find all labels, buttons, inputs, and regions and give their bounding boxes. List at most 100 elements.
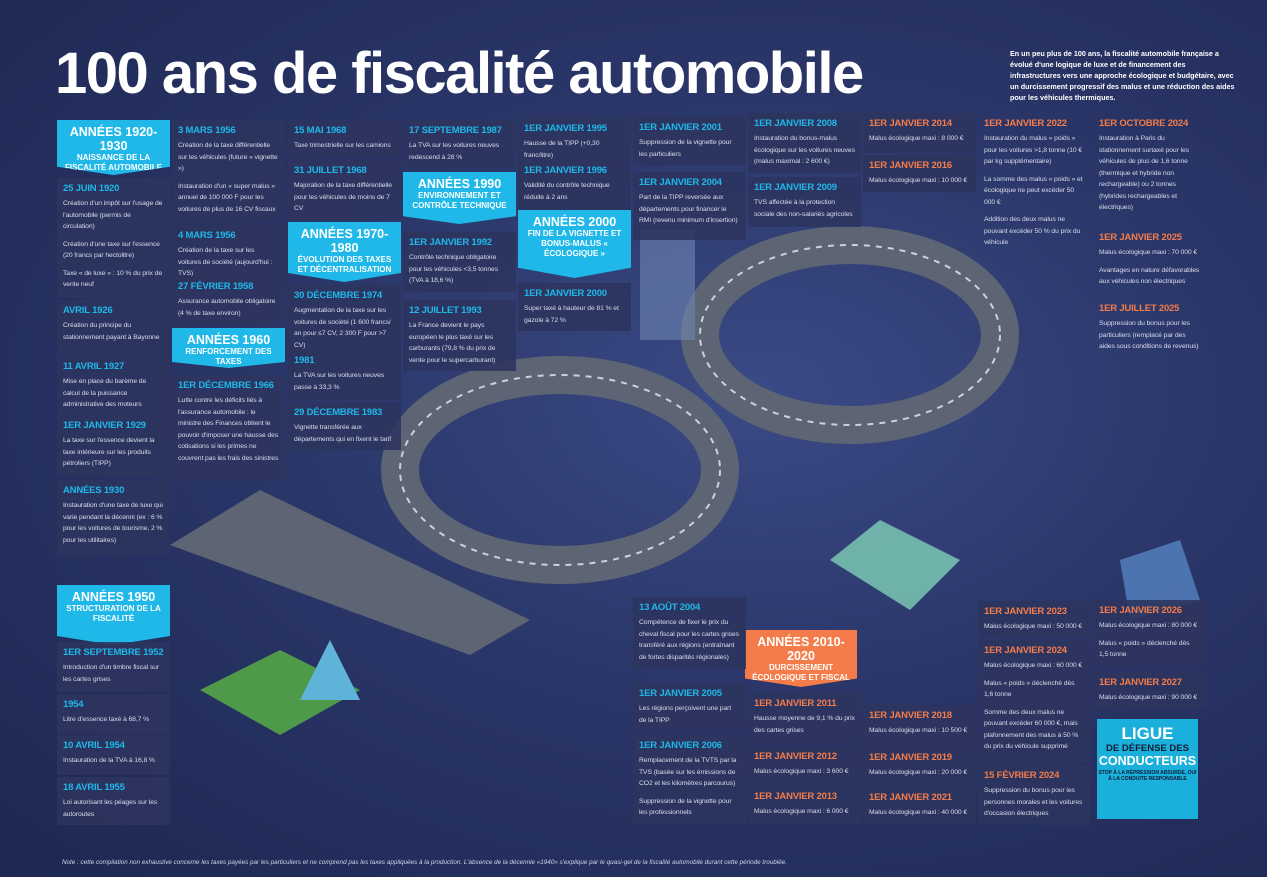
card-date: 1ER JANVIER 2019	[869, 752, 952, 763]
era-title: ANNÉES 1950	[71, 590, 156, 604]
card-text: Malus écologique maxi : 60 000 €	[984, 662, 1083, 669]
card-date: AVRIL 1926	[63, 305, 113, 316]
timeline-card-12-juillet-1993: 12 JUILLET 1993 La France devient le pays…	[403, 300, 516, 371]
card-date: 1ER JANVIER 2011	[754, 698, 837, 709]
logo-tagline: STOP À LA RÉPRESSION ABSURDE, OUI À LA C…	[1098, 770, 1197, 782]
era-title: ANNÉES 2010-2020	[757, 635, 845, 663]
card-text: Instauration d'une taxe de luxe qui vari…	[63, 502, 163, 544]
road-ring-right	[681, 226, 1019, 444]
road-one	[170, 490, 530, 655]
card-text: Instauration du bonus-malus écologique s…	[754, 135, 855, 165]
era-subtitle: RENFORCEMENT DES TAXES	[185, 347, 272, 366]
card-text: Création d'un impôt sur l'usage de l'aut…	[63, 200, 163, 230]
card-text: Malus écologique maxi : 50 000 €	[984, 623, 1083, 630]
card-date: 1954	[63, 699, 84, 710]
card-text: Loi autorisant les péages sur les autoro…	[63, 799, 158, 818]
card-text: Part de la TIPP reversée aux département…	[639, 194, 738, 224]
era-title: ANNÉES 1960	[186, 333, 271, 347]
card-date: 10 AVRIL 1954	[63, 740, 125, 751]
card-date: ANNÉES 1930	[63, 485, 125, 496]
era-subtitle: DURCISSEMENT ÉCOLOGIQUE ET FISCAL	[752, 663, 850, 682]
card-text: Instauration de la TVA à 16,8 %	[63, 757, 155, 764]
era-subtitle: STRUCTURATION DE LA FISCALITÉ	[66, 604, 161, 623]
card-text: Malus écologique maxi : 10 500 €	[869, 727, 968, 734]
card-text: Somme des deux malus ne pouvant excéder …	[984, 708, 1079, 751]
card-date: 15 FÉVRIER 2024	[984, 770, 1060, 781]
card-date: 1981	[294, 355, 315, 366]
card-text: Taxe trimestrielle sur les camions	[294, 142, 391, 149]
card-text: Taxe « de luxe » : 10 % du prix de vente…	[63, 269, 162, 289]
era-subtitle: FIN DE LA VIGNETTE ET BONUS-MALUS « ÉCOL…	[527, 229, 622, 258]
logo-line1: LIGUE	[1121, 724, 1174, 743]
card-date: 29 DÉCEMBRE 1983	[294, 407, 383, 418]
card-date: 30 DÉCEMBRE 1974	[294, 290, 383, 301]
card-text: Majoration de la taxe différentielle pou…	[294, 182, 392, 212]
card-date: 31 JUILLET 1968	[294, 165, 367, 176]
card-text: Introduction d'un timbre fiscal sur les …	[63, 664, 160, 683]
card-text: Remplacement de la TVTS par la TVS (basé…	[639, 757, 737, 787]
card-date: 3 MARS 1956	[178, 125, 236, 136]
card-text: La France devient le pays européen le pl…	[409, 322, 496, 364]
card-date: 1ER SEPTEMBRE 1952	[63, 647, 164, 658]
card-date: 1ER JANVIER 2012	[754, 751, 837, 762]
card-text: Malus écologique maxi : 3 600 €	[754, 768, 849, 775]
footnote: Note : cette compilation non exhaustive …	[62, 859, 787, 866]
card-date: 1ER JANVIER 2008	[754, 118, 837, 129]
card-text: Contrôle technique obligatoire pour les …	[409, 254, 499, 284]
card-date: 1ER JANVIER 2005	[639, 688, 722, 699]
intro-text: En un peu plus de 100 ans, la fiscalité …	[1010, 49, 1235, 102]
timeline-card-1981: 1981 La TVA sur les voitures neuves passe…	[288, 350, 401, 400]
card-text: Les régions perçoivent une part de la TI…	[639, 705, 732, 724]
card-date: 12 JUILLET 1993	[409, 305, 482, 316]
card-text: Hausse moyenne de 9,1 % du prix des cart…	[754, 715, 855, 734]
card-text: Malus écologique maxi : 80 000 €	[1099, 622, 1198, 629]
card-date: 1ER JANVIER 2000	[524, 288, 607, 299]
card-text: La TVA sur les voitures neuves passe à 3…	[294, 372, 385, 391]
card-text: Augmentation de la taxe sur les voitures…	[294, 307, 391, 349]
card-text: Malus écologique maxi : 20 000 €	[869, 769, 968, 776]
card-date: 1ER JANVIER 2006	[639, 740, 722, 751]
card-text: Litre d'essence taxé à 68,7 %	[63, 716, 150, 723]
card-date: 4 MARS 1956	[178, 230, 236, 241]
card-date: 1ER JANVIER 2016	[869, 160, 952, 171]
card-text: Suppression du bonus pour les personnes …	[984, 787, 1083, 817]
era-title: ANNÉES 1920-1930	[69, 125, 158, 153]
card-date: 1ER JUILLET 2025	[1099, 303, 1180, 314]
card-text: Malus écologique maxi : 6 000 €	[754, 808, 849, 815]
card-date: 1ER JANVIER 2025	[1099, 232, 1182, 243]
card-date: 18 AVRIL 1955	[63, 782, 125, 793]
card-date: 1ER JANVIER 2027	[1099, 677, 1182, 688]
era-subtitle: ENVIRONNEMENT ET CONTRÔLE TECHNIQUE	[412, 191, 507, 210]
card-text: Création de la taxe différentielle sur l…	[178, 142, 278, 172]
card-date: 1ER JANVIER 1995	[524, 123, 607, 134]
logo-line3: CONDUCTEURS	[1098, 754, 1197, 768]
card-text: Instauration à Paris du stationnement su…	[1099, 135, 1189, 211]
card-date: 1ER OCTOBRE 2024	[1099, 118, 1189, 129]
card-text: Suppression du bonus pour les particulie…	[1099, 320, 1199, 350]
card-text: Instauration du malus « poids » pour les…	[984, 135, 1083, 165]
card-date: 1ER JANVIER 2018	[869, 710, 952, 721]
